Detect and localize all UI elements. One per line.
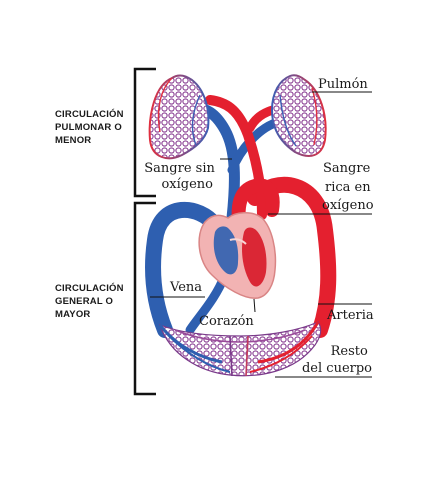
systemic-line-3: MAYOR: [55, 309, 91, 320]
body-line-1: Resto: [331, 344, 368, 359]
systemic-section-label: CIRCULACIÓN GENERAL O MAYOR: [55, 282, 127, 320]
systemic-bracket: [133, 201, 156, 396]
artery-vessel: [247, 176, 337, 338]
lung-label: Pulmón: [318, 77, 368, 92]
right-lung: [270, 74, 327, 157]
deoxygenated-line-2: oxígeno: [161, 177, 213, 192]
vein-vessel: [145, 201, 223, 338]
oxygenated-line-1: Sangre: [323, 161, 371, 176]
heart: [198, 212, 277, 299]
oxygenated-line-3: oxígeno: [322, 198, 374, 213]
pulmonary-line-3: MENOR: [55, 135, 91, 146]
oxygenated-line-2: rica en: [325, 180, 371, 195]
pulmonary-bracket: [133, 67, 156, 198]
body-label: Resto del cuerpo: [302, 344, 372, 376]
systemic-line-1: CIRCULACIÓN: [55, 282, 124, 294]
body-capillaries: [158, 321, 322, 377]
deoxygenated-line-1: Sangre sin: [144, 161, 215, 176]
artery-label: Arteria: [326, 308, 374, 323]
oxygenated-label: Sangre rica en oxígeno: [322, 161, 375, 213]
heart-leader: [253, 298, 256, 313]
deoxygenated-label: Sangre sin oxígeno: [144, 161, 219, 192]
pulmonary-vein-vessel: [205, 95, 267, 220]
left-lung: [148, 74, 210, 160]
systemic-line-2: GENERAL O: [55, 296, 113, 307]
pulmonary-line-1: CIRCULACIÓN: [55, 108, 124, 120]
aorta-vessel: [231, 178, 280, 239]
body-line-2: del cuerpo: [302, 361, 372, 376]
vein-label: Vena: [169, 280, 202, 295]
pulmonary-section-label: CIRCULACIÓN PULMONAR O MENOR: [55, 108, 127, 146]
heart-label: Corazón: [199, 314, 254, 329]
pulmonary-line-2: PULMONAR O: [55, 122, 122, 133]
